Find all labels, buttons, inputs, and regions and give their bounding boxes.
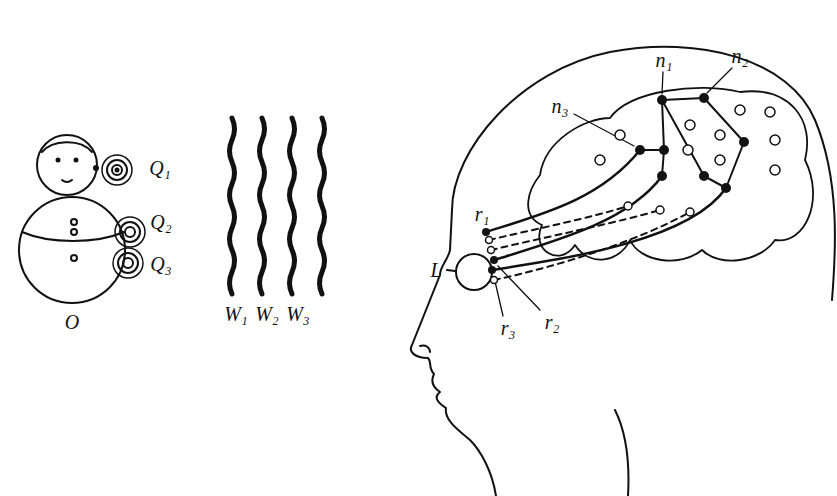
neuron — [735, 105, 745, 115]
wave — [320, 118, 325, 294]
doll-button — [71, 229, 77, 235]
source-ring — [102, 155, 132, 185]
callout-label: Q₂ — [150, 212, 171, 232]
nerve-fibre — [492, 188, 726, 270]
neuron-link — [640, 98, 744, 188]
neuron — [699, 93, 709, 103]
receptor — [482, 228, 490, 236]
leader-line — [498, 266, 540, 310]
doll-body — [19, 197, 125, 303]
source-ring — [123, 258, 133, 268]
receptor — [491, 277, 498, 284]
callout-label: r₁ — [475, 204, 490, 224]
doll-collar — [22, 232, 124, 241]
neuron — [715, 155, 725, 165]
leader-line — [574, 114, 634, 146]
source-ring — [120, 222, 140, 242]
callout-label: n₂ — [732, 46, 749, 66]
nerve-fibre — [494, 212, 690, 280]
doll-eye — [74, 158, 79, 163]
neuron — [721, 183, 731, 193]
neuron — [657, 171, 667, 181]
head-outline — [411, 47, 835, 496]
callout-label: r₃ — [501, 318, 516, 338]
neuron — [770, 135, 780, 145]
source-ring — [115, 217, 145, 247]
source-ring — [118, 253, 138, 273]
neuron — [635, 145, 645, 155]
wave — [290, 118, 295, 294]
neuron — [595, 155, 605, 165]
neuron — [683, 145, 693, 155]
source-dot — [115, 168, 120, 173]
neuron — [739, 137, 749, 147]
nerve-fibre — [486, 150, 640, 232]
source-ring — [107, 160, 127, 180]
callout-label: Q₃ — [150, 254, 171, 274]
neuron — [615, 130, 625, 140]
neuron — [770, 165, 780, 175]
leader-line — [662, 72, 663, 94]
callout-label: W₃ — [286, 304, 310, 324]
neuron — [659, 145, 669, 155]
leader-line — [447, 270, 455, 271]
source-ring — [125, 227, 135, 237]
callout-label: n₁ — [656, 50, 673, 70]
neuron — [715, 130, 725, 140]
leader-line — [707, 68, 732, 93]
neuron — [699, 171, 709, 181]
neuron — [765, 107, 775, 117]
neuron — [624, 202, 632, 210]
wave — [230, 118, 235, 294]
receptor — [486, 237, 493, 244]
callout-label: O — [65, 312, 79, 332]
doll-head — [37, 135, 97, 195]
doll-button — [71, 255, 77, 261]
receptor — [488, 266, 496, 274]
eye — [456, 254, 492, 290]
callout-label: W₁ — [224, 304, 248, 324]
nerve-fibre — [491, 210, 660, 250]
source-ring — [113, 248, 143, 278]
neuron — [656, 206, 664, 214]
doll-dot — [93, 165, 99, 171]
receptor — [488, 247, 495, 254]
callout-label: W₂ — [255, 304, 279, 324]
neuron — [657, 95, 667, 105]
callout-label: Q₁ — [149, 158, 170, 178]
neck-line — [615, 410, 628, 496]
doll-mouth — [62, 180, 72, 182]
nerve-fibre — [494, 176, 662, 260]
receptor — [490, 256, 498, 264]
nostril — [420, 345, 430, 352]
wave — [260, 118, 265, 294]
neuron — [685, 120, 695, 130]
callout-label: r₂ — [545, 312, 560, 332]
callout-label: L — [430, 260, 441, 280]
doll-eye — [56, 158, 61, 163]
source-ring — [112, 165, 122, 175]
neuron — [686, 208, 694, 216]
doll-button — [71, 219, 77, 225]
doll-hair — [42, 142, 92, 152]
callout-label: n₃ — [552, 96, 569, 116]
